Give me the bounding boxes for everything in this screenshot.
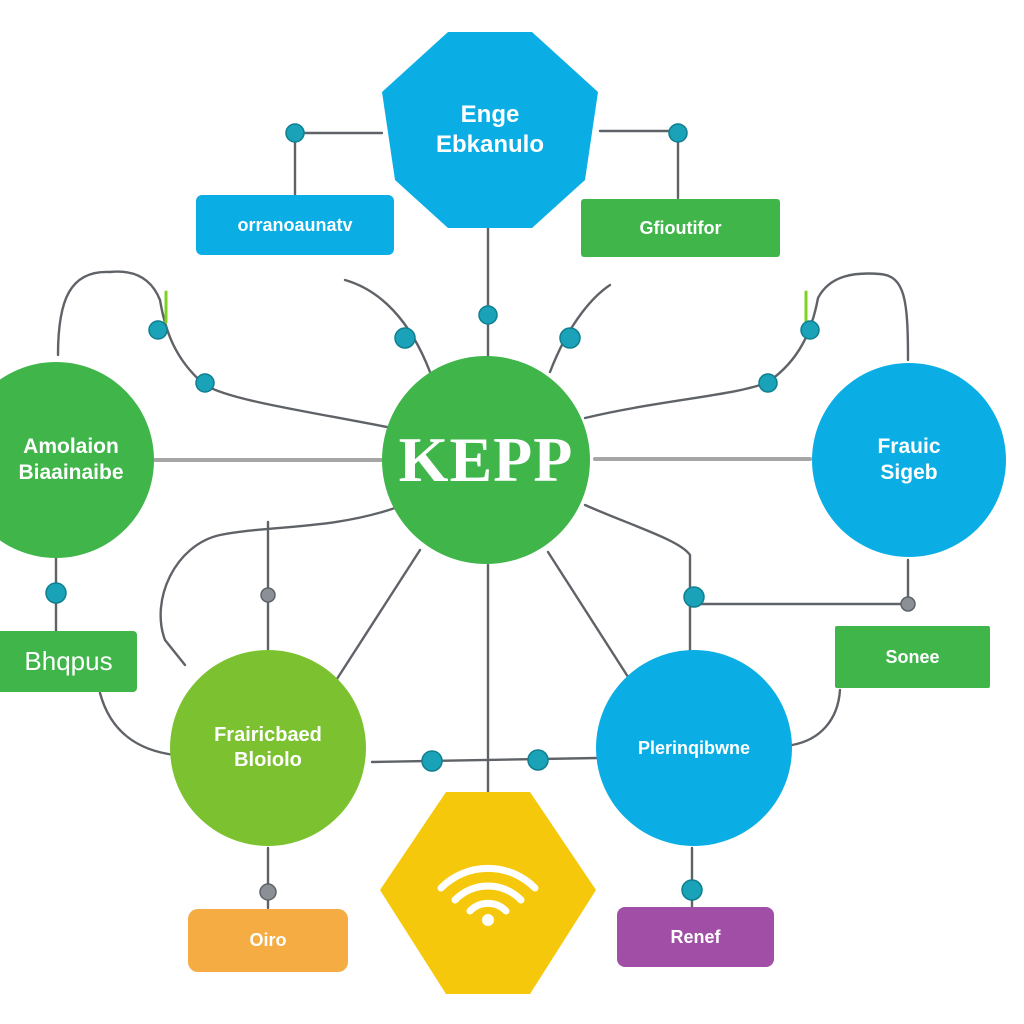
bottom-hexagon-shape — [380, 792, 596, 994]
label-bottom-left-text: Oiro — [249, 930, 287, 950]
label-right-text: Sonee — [885, 646, 940, 667]
connector-center-lowright — [583, 503, 692, 657]
connector-dot — [527, 749, 549, 771]
top-hexagon-line2: Ebkanulo — [435, 131, 544, 158]
right-circle-line1: Frauic — [877, 434, 941, 458]
left-circle-node[interactable]: Amolaion Biaainaibe — [0, 362, 154, 558]
label-top-right[interactable]: Gfioutifor — [581, 199, 780, 257]
label-bottom-right-text: Renef — [670, 926, 721, 947]
bottom-right-circle-node[interactable]: Plerinqibwne — [596, 650, 792, 846]
connector-center-upright — [548, 283, 612, 374]
connector-dot — [559, 327, 581, 349]
center-label: KEPP — [398, 424, 574, 495]
top-hexagon-shape — [382, 32, 598, 228]
bottom-left-circle-line2: Bloiolo — [234, 749, 302, 771]
connector-center-br — [546, 550, 632, 682]
label-top-right-text: Gfioutifor — [639, 217, 722, 238]
connector-dot — [800, 320, 820, 340]
connector-top-right — [598, 129, 680, 200]
connector-dot — [681, 879, 703, 901]
connector-dot — [260, 587, 276, 603]
connector-bottom-horizontal — [370, 756, 600, 764]
right-circle-line2: Sigeb — [880, 461, 938, 484]
left-circle-line1: Amolaion — [23, 434, 119, 458]
right-circle-node[interactable]: Frauic Sigeb — [812, 363, 1006, 557]
connector-dot — [285, 123, 305, 143]
connector-left-curve — [98, 691, 177, 757]
bottom-left-circle-line1: Frairicbaed — [214, 724, 322, 746]
label-top-left-text: orranoaunatv — [237, 214, 353, 235]
connector-right-curve — [790, 688, 842, 747]
bottom-hexagon-node[interactable] — [378, 790, 598, 996]
label-right[interactable]: Sonee — [835, 626, 990, 688]
connector-center-upleft — [343, 278, 432, 374]
connector-dot — [758, 373, 778, 393]
connector-dot — [421, 750, 443, 772]
label-left[interactable]: Bhqpus — [0, 631, 137, 692]
connector-dot — [148, 320, 168, 340]
connector-dot — [45, 582, 67, 604]
connector-center-lowleft — [159, 506, 397, 667]
bottom-left-circle-node[interactable]: Frairicbaed Bloiolo — [170, 650, 366, 846]
connector-dot — [900, 596, 916, 612]
label-bottom-right[interactable]: Renef — [617, 907, 774, 967]
connector-dot — [668, 123, 688, 143]
connector-center-farright — [583, 272, 910, 420]
connector-center-bl — [333, 548, 422, 684]
connector-dot — [683, 586, 705, 608]
connector-dot — [259, 883, 277, 901]
connector-dot — [478, 305, 498, 325]
label-top-left[interactable]: orranoaunatv — [196, 195, 394, 255]
bottom-right-circle-line1: Plerinqibwne — [637, 737, 751, 758]
top-hexagon-line1: Enge — [460, 101, 520, 128]
connector-top-left — [293, 131, 384, 197]
center-node[interactable]: KEPP — [382, 356, 590, 564]
top-hexagon-node[interactable]: Enge Ebkanulo — [380, 30, 600, 230]
connector-dot — [394, 327, 416, 349]
left-circle-line2: Biaainaibe — [18, 461, 124, 484]
label-bottom-left[interactable]: Oiro — [188, 909, 348, 972]
connector-center-farleft — [56, 270, 394, 430]
wifi-icon — [437, 864, 539, 926]
connector-dot — [195, 373, 215, 393]
label-left-text: Bhqpus — [24, 646, 113, 676]
